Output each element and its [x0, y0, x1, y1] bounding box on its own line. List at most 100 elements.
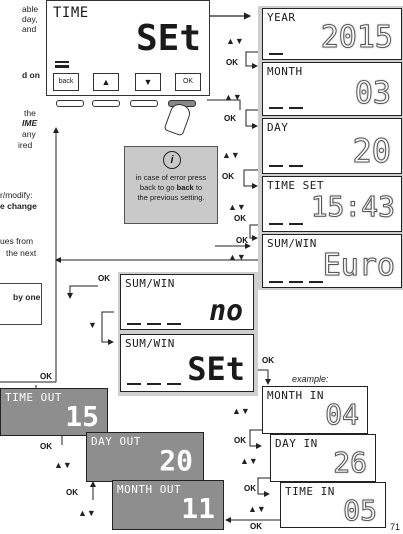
side-text-line: and — [22, 24, 37, 34]
up-button[interactable]: ▲ — [93, 73, 119, 91]
screen-label: TIME OUT — [5, 391, 62, 404]
info-text-bold: back — [176, 183, 194, 192]
screen-label: MONTH OUT — [117, 483, 182, 496]
up-down-arrows: ▲▼ — [232, 406, 250, 416]
dash — [167, 383, 181, 385]
side-text-line: day, — [22, 14, 38, 24]
side-text-line: any — [22, 129, 36, 139]
screen-label: SUM/WIN — [125, 277, 175, 290]
ok-label: OK — [226, 58, 238, 67]
up-down-arrows: ▲▼ — [224, 92, 242, 102]
screen-value: 26 — [333, 446, 368, 479]
physical-button[interactable] — [56, 100, 84, 107]
sumwin-right-screen: SUM/WIN Euro — [262, 234, 402, 288]
example-label: example: — [292, 374, 329, 384]
dash — [309, 281, 323, 283]
dash — [269, 223, 283, 225]
dash — [269, 107, 283, 109]
side-text-line: able — [22, 4, 39, 14]
side-text-line: the next — [6, 248, 37, 258]
info-icon: i — [163, 151, 181, 169]
month-in-screen: MONTH IN 04 — [262, 386, 368, 434]
side-text-line: d on — [22, 70, 40, 80]
ok-label: OK — [262, 356, 274, 365]
back-button[interactable]: back — [53, 73, 79, 91]
screen-value: 04 — [325, 398, 360, 431]
screen-label: MONTH — [267, 65, 303, 78]
screen-label: DAY OUT — [91, 435, 141, 448]
dash — [269, 165, 283, 167]
side-text-line: ired — [18, 140, 33, 150]
dash — [269, 53, 283, 55]
screen-value: 05 — [343, 494, 378, 527]
time-set-screen: TIME SET 15:43 — [262, 176, 402, 232]
up-down-arrows: ▲▼ — [228, 252, 246, 262]
screen-label: TIME IN — [285, 485, 335, 498]
dash — [289, 165, 303, 167]
main-display: TIME SEt back ▲ ▼ OK — [46, 0, 210, 96]
info-box: i in case of error press back to go back… — [124, 146, 218, 224]
screen-value: SEt — [187, 350, 245, 388]
day-in-screen: DAY IN 26 — [270, 434, 376, 482]
ok-label: OK — [66, 488, 78, 497]
month-out-screen: MONTH OUT 11 — [112, 480, 224, 530]
battery-bar — [55, 61, 69, 63]
dash — [269, 281, 283, 283]
dash — [147, 323, 161, 325]
physical-button[interactable] — [130, 100, 158, 107]
down-arrow: ▼ — [88, 320, 97, 330]
physical-button[interactable] — [92, 100, 120, 107]
up-down-arrows: ▲▼ — [54, 460, 72, 470]
side-text-line: e change — [0, 201, 37, 211]
dash — [127, 323, 141, 325]
dash — [127, 383, 141, 385]
screen-label: SUM/WIN — [267, 237, 317, 250]
up-down-arrows: ▲▼ — [248, 504, 266, 514]
main-display-title: TIME — [53, 5, 89, 21]
screen-label: TIME SET — [267, 179, 324, 192]
screen-label: DAY — [267, 121, 289, 134]
info-text-line: to — [195, 183, 203, 192]
side-text-line: ues from — [0, 236, 34, 246]
screen-label: DAY IN — [275, 437, 318, 450]
dash — [167, 323, 181, 325]
year-screen: YEAR 2015 — [262, 8, 402, 60]
note-box: by one — [0, 283, 42, 325]
main-display-value: SEt — [135, 18, 201, 59]
info-text-line: in case of error press — [135, 173, 207, 182]
screen-label: YEAR — [267, 11, 296, 24]
screen-value: 2015 — [320, 20, 393, 55]
up-down-arrows: ▲▼ — [240, 456, 258, 466]
screen-label: MONTH IN — [267, 389, 324, 402]
side-text-line: by one — [13, 292, 41, 302]
ok-label: OK — [98, 274, 110, 283]
time-in-screen: TIME IN 05 — [280, 482, 386, 528]
ok-label: OK — [236, 236, 248, 245]
up-down-arrows: ▲▼ — [78, 508, 96, 518]
ok-label: OK — [222, 172, 234, 181]
ok-label: OK — [224, 114, 236, 123]
month-screen: MONTH 03 — [262, 62, 402, 116]
ok-label: OK — [234, 436, 246, 445]
sumwin-set-screen: SUM/WIN SEt — [120, 334, 254, 392]
side-text-line: the — [24, 108, 36, 118]
up-down-arrows: ▲▼ — [222, 150, 240, 160]
page-number: 71 — [390, 522, 401, 532]
screen-value: 20 — [352, 132, 392, 170]
sumwin-no-screen: SUM/WIN no — [120, 274, 254, 330]
time-out-screen: TIME OUT 15 — [0, 388, 108, 436]
side-text-line: r/modify: — [0, 190, 33, 200]
down-button[interactable]: ▼ — [135, 73, 161, 91]
dash — [289, 223, 303, 225]
ok-button[interactable]: OK — [175, 73, 201, 91]
ok-label: OK — [244, 484, 256, 493]
up-down-arrows: ▲▼ — [228, 202, 246, 212]
screen-value: Euro — [322, 248, 395, 283]
screen-value: 15:43 — [310, 190, 395, 223]
info-text-line: the previous setting. — [137, 193, 205, 202]
screen-label: SUM/WIN — [125, 337, 175, 350]
ok-label: OK — [40, 372, 52, 381]
info-text: in case of error press back to go back t… — [127, 173, 215, 203]
dash — [289, 281, 303, 283]
